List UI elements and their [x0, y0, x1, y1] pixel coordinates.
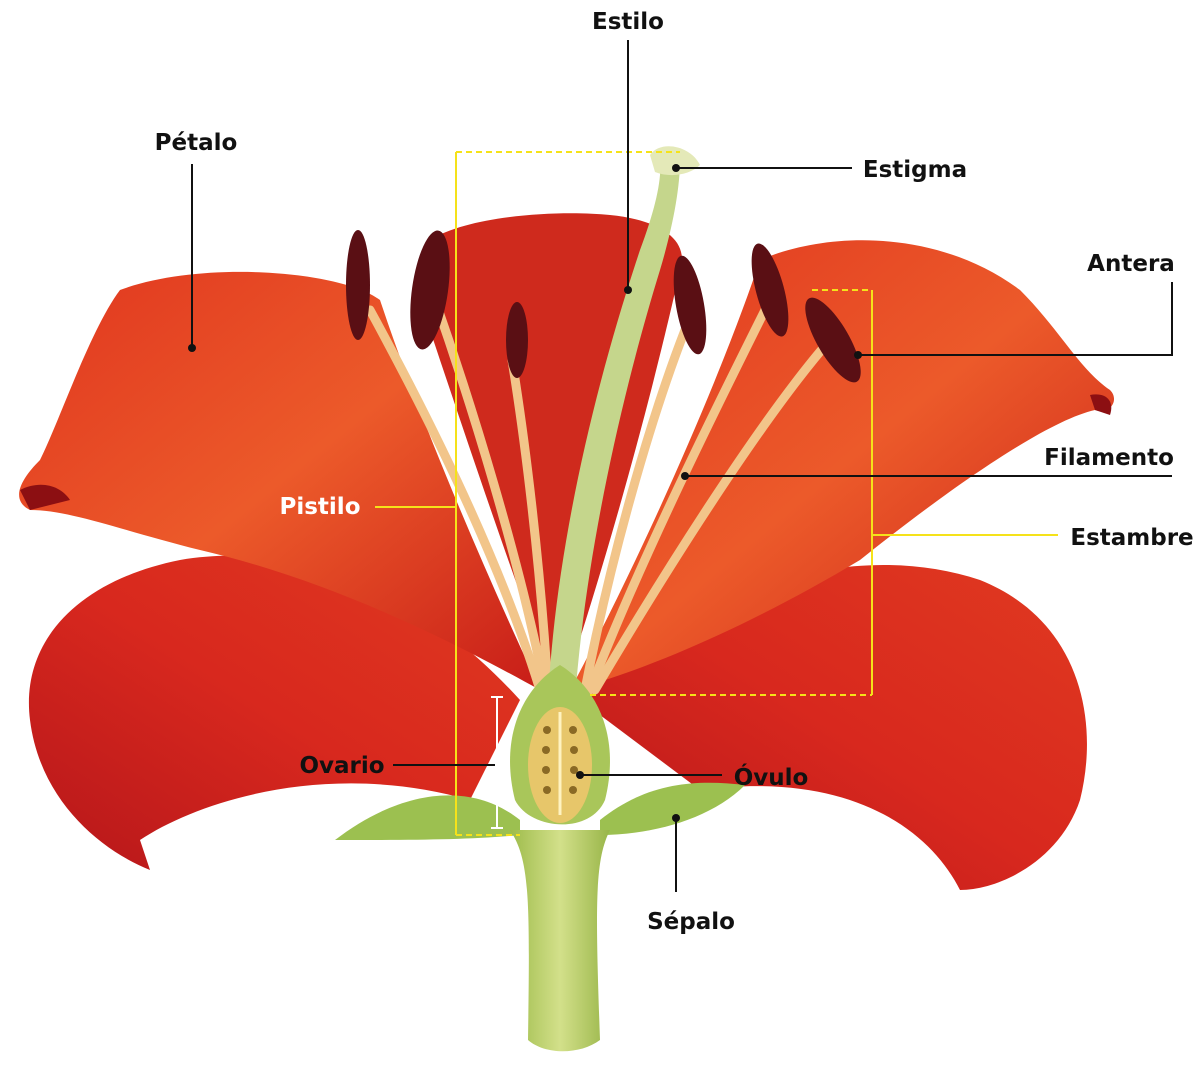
label-estambre: Estambre [1070, 525, 1194, 551]
label-antera: Antera [1087, 251, 1175, 277]
anthers [346, 230, 861, 383]
leader-lines [191, 40, 1173, 892]
stem [510, 830, 610, 1052]
ovules [542, 726, 578, 794]
label-pistilo: Pistilo [279, 494, 361, 520]
petal-left [19, 271, 540, 690]
sepal-right [600, 782, 745, 835]
stamen-bracket [590, 289, 1058, 696]
label-filamento: Filamento [1044, 445, 1174, 471]
label-estigma: Estigma [862, 157, 968, 183]
pistil-bracket [375, 151, 680, 836]
label-sepalo: Sépalo [647, 909, 735, 935]
label-ovulo: Óvulo [733, 765, 809, 791]
label-petalo: Pétalo [154, 130, 238, 156]
petal-right [570, 240, 1115, 690]
petal-lower-right [580, 565, 1087, 890]
ovary-bracket [491, 696, 503, 829]
style [548, 160, 680, 700]
label-ovario: Ovario [299, 753, 385, 779]
label-estilo: Estilo [592, 9, 664, 35]
filaments [365, 295, 835, 695]
sepal-left [335, 795, 520, 840]
petal-lower-left [28, 555, 521, 870]
